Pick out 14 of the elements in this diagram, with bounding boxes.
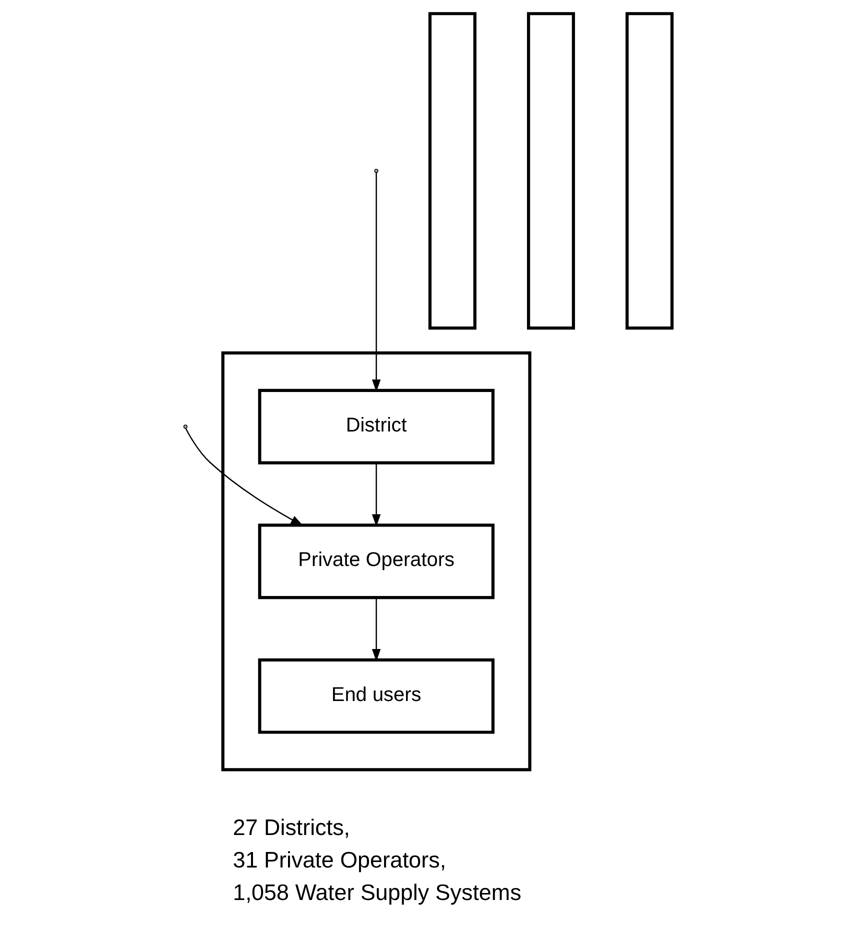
arrow <box>371 172 380 392</box>
arrow <box>184 428 303 526</box>
node-box <box>526 12 574 330</box>
arrow <box>371 462 380 527</box>
node-box <box>428 12 476 330</box>
label: 31 Private Operators, <box>232 847 446 872</box>
label: 1,058 Water Supply Systems <box>232 880 521 905</box>
node-box: Private Operators <box>258 524 494 600</box>
node-box: District <box>258 388 494 464</box>
node-box: End users <box>258 658 494 734</box>
cluster <box>220 351 531 772</box>
arrow <box>371 598 380 662</box>
node-box <box>625 12 674 330</box>
label: 27 Districts, <box>232 815 350 840</box>
